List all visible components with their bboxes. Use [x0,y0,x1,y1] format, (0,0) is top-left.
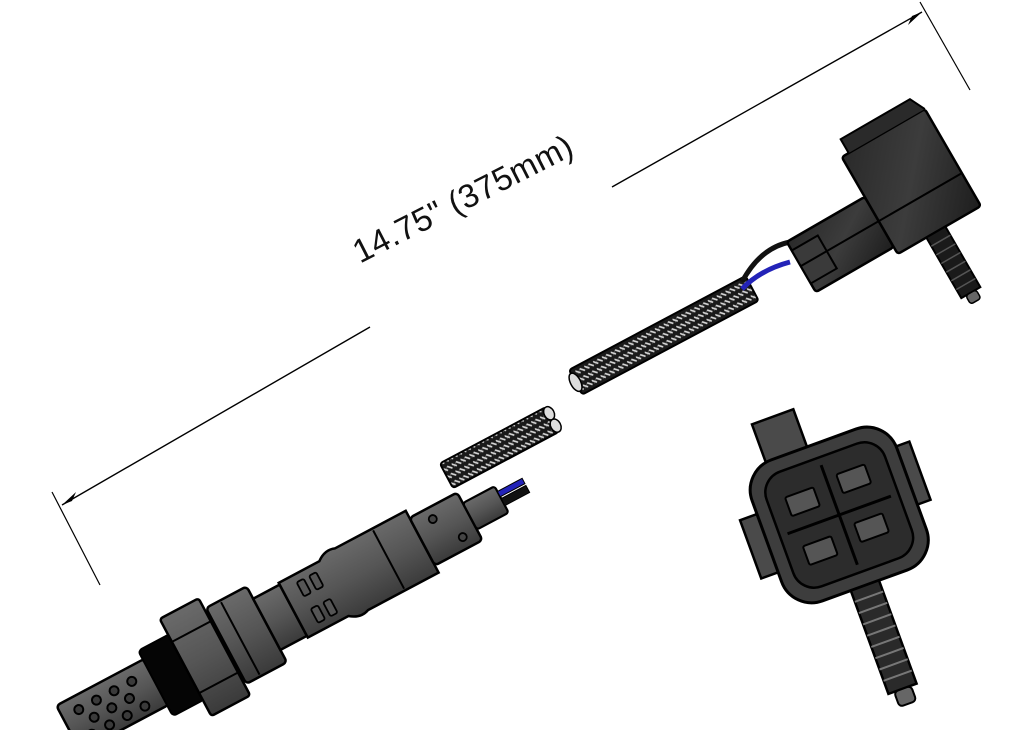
braided-lead [439,239,791,489]
hex-nut [159,598,251,717]
sensor-tip [56,658,169,735]
dimension-line [51,1,971,586]
connector-front [738,407,933,707]
sensor-body [56,477,531,735]
connector-side [786,98,982,304]
